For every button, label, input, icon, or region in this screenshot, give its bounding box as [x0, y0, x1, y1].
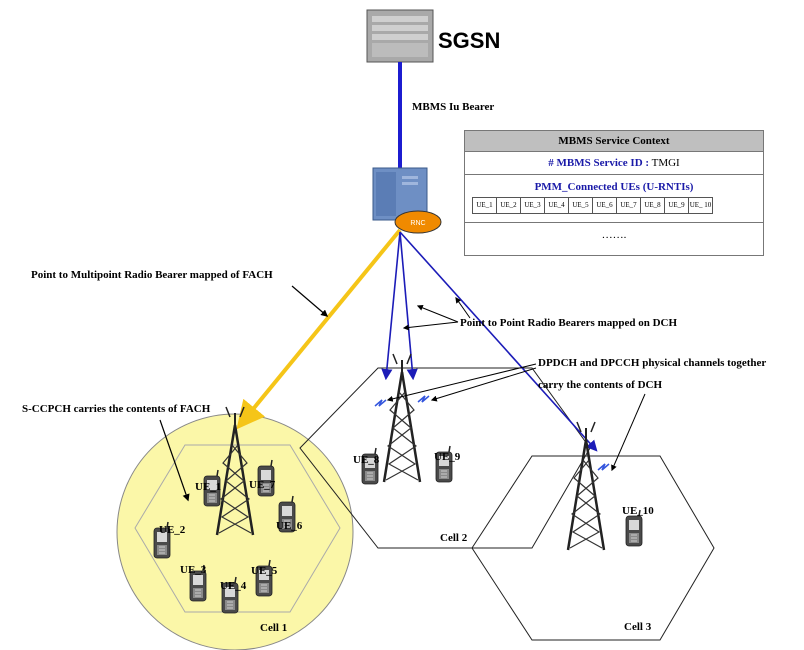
ue-label: UE_10 [622, 505, 654, 517]
p2p-annotation: Point to Point Radio Bearers mapped on D… [460, 317, 677, 329]
dpdch-annotation-pointer [611, 393, 646, 472]
ue-cell: UE_5 [568, 197, 593, 214]
p2p-annotation-pointer [455, 297, 471, 319]
ue-label: UE_2 [159, 524, 186, 536]
service-context-title: MBMS Service Context [465, 131, 763, 152]
ue-cell: UE_1 [472, 197, 497, 214]
mbms-service-context-table: MBMS Service Context # MBMS Service ID :… [464, 130, 764, 256]
ue-cell: UE_ 10 [688, 197, 713, 214]
radio-bolt-icon [417, 395, 430, 403]
p2p-annotation-pointer [416, 304, 459, 323]
p2m-annotation-pointer [291, 285, 329, 317]
p2p-dch-bearer-cell2-b [399, 231, 418, 381]
ue-label: UE_1 [195, 481, 221, 493]
ue-cell: UE_4 [544, 197, 569, 214]
table-divider [465, 222, 763, 223]
ue-list: UE_1 UE_2 UE_3 UE_4 UE_5 UE_6 UE_7 UE_8 … [472, 197, 763, 214]
ue-cell: UE_8 [640, 197, 665, 214]
ue-cell: UE_2 [496, 197, 521, 214]
service-id-key: # MBMS Service ID : [548, 157, 650, 169]
cell-2-label: Cell 2 [440, 532, 468, 544]
ue-label: UE_3 [180, 564, 207, 576]
pmm-connected-title: PMM_Connected UEs (U-RNTIs) [534, 181, 694, 193]
ue-cell: UE_6 [592, 197, 617, 214]
iu-bearer-label: MBMS Iu Bearer [412, 101, 494, 113]
p2p-dch-bearer-cell3 [399, 231, 598, 452]
tower-cell3-icon [566, 420, 606, 552]
p2m-annotation: Point to Multipoint Radio Bearer mapped … [31, 269, 273, 281]
service-id-value: TMGI [649, 157, 680, 169]
ue-label: UE_6 [276, 520, 303, 532]
cell-1-label: Cell 1 [260, 622, 287, 634]
tower-cell2-icon [382, 352, 422, 484]
sccpch-annotation-pointer [159, 419, 190, 502]
rnc-badge [394, 210, 442, 234]
ue-cell: UE_3 [520, 197, 545, 214]
sccpch-annotation: S-CCPCH carries the contents of FACH [22, 403, 211, 415]
p2p-annotation-pointer [402, 321, 459, 331]
ue-label: UE_4 [220, 580, 247, 592]
ellipsis-row: ……. [601, 229, 627, 241]
dpdch-annotation-pointer [386, 363, 537, 402]
sgsn-server-icon [366, 9, 434, 63]
cell-3 [471, 455, 715, 641]
sgsn-label: SGSN [438, 28, 500, 53]
ue-label: UE_8 [353, 454, 380, 466]
radio-bolt-icon [597, 463, 610, 471]
ue-label: UE_7 [249, 479, 276, 491]
ue-label: UE_5 [251, 565, 278, 577]
dpdch-annotation-line1: DPDCH and DPCCH physical channels togeth… [538, 357, 766, 369]
ue-label: UE_9 [434, 451, 461, 463]
rnc-label: RNC [410, 220, 425, 227]
service-id-row: # MBMS Service ID : TMGI [465, 152, 763, 175]
p2p-dch-bearer-cell2-a [381, 231, 401, 381]
radio-bolt-icon [374, 399, 387, 407]
ue-cell: UE_9 [664, 197, 689, 214]
p2m-fach-bearer [236, 228, 402, 430]
dpdch-annotation-line2: carry the contents of DCH [538, 379, 662, 391]
dpdch-annotation-pointer [430, 367, 537, 402]
ue-cell: UE_7 [616, 197, 641, 214]
cell-3-label: Cell 3 [624, 621, 652, 633]
